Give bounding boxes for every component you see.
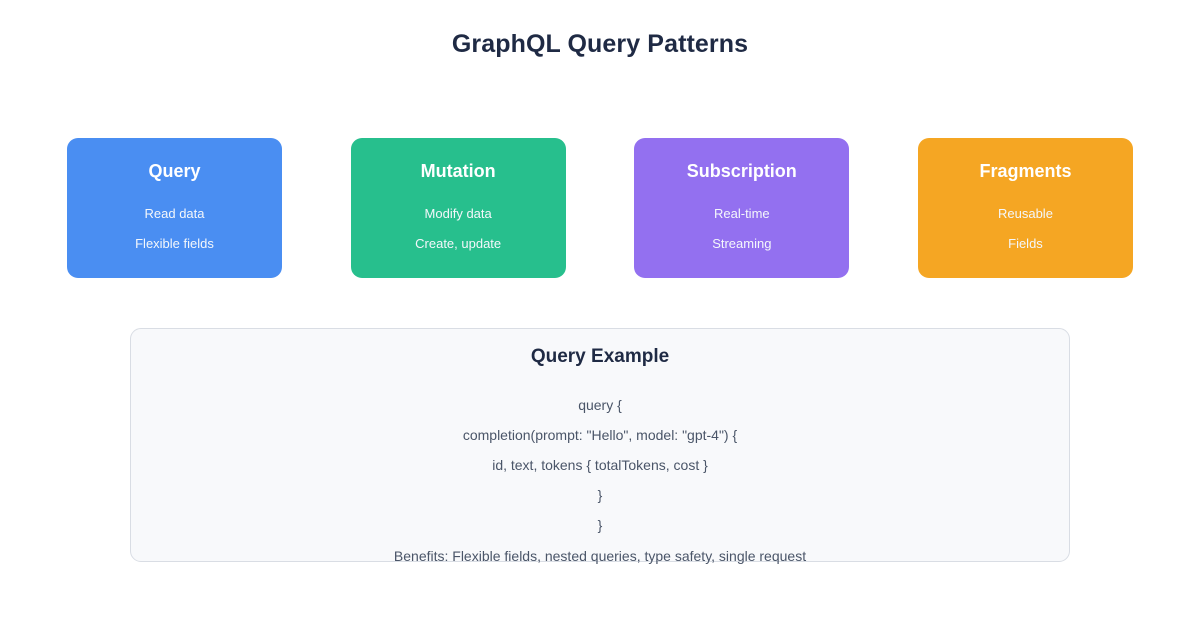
card-title: Fragments [979,161,1072,181]
benefits-line: Benefits: Flexible fields, nested querie… [393,548,807,564]
page-title: GraphQL Query Patterns [451,30,749,58]
code-line-2: completion(prompt: "Hello", model: "gpt-… [462,427,738,443]
pattern-cards-row: Query Read data Flexible fields Mutation… [67,138,1133,278]
card-title: Subscription [686,161,797,181]
card-line-2: Streaming [712,236,772,251]
pattern-card-subscription[interactable]: Subscription Real-time Streaming [634,138,850,278]
pattern-card-mutation[interactable]: Mutation Modify data Create, update [350,138,566,278]
card-line-1: Read data [144,206,205,221]
card-line-1: Modify data [424,206,492,221]
card-line-1: Real-time [714,206,770,221]
code-line-5: } [597,517,603,533]
pattern-card-query[interactable]: Query Read data Flexible fields [67,138,282,278]
card-line-2: Fields [1008,236,1043,251]
card-title: Query [148,161,201,181]
card-line-2: Create, update [415,236,502,251]
pattern-card-fragments[interactable]: Fragments Reusable Fields [917,138,1133,278]
card-line-1: Reusable [998,206,1053,221]
query-example-panel: Query Example query { completion(prompt:… [130,328,1070,564]
code-line-4: } [597,487,603,503]
code-line-1: query { [578,397,622,413]
code-line-3: id, text, tokens { totalTokens, cost } [492,457,708,473]
card-line-2: Flexible fields [135,236,214,251]
panel-title: Query Example [530,346,670,367]
card-title: Mutation [420,161,496,181]
